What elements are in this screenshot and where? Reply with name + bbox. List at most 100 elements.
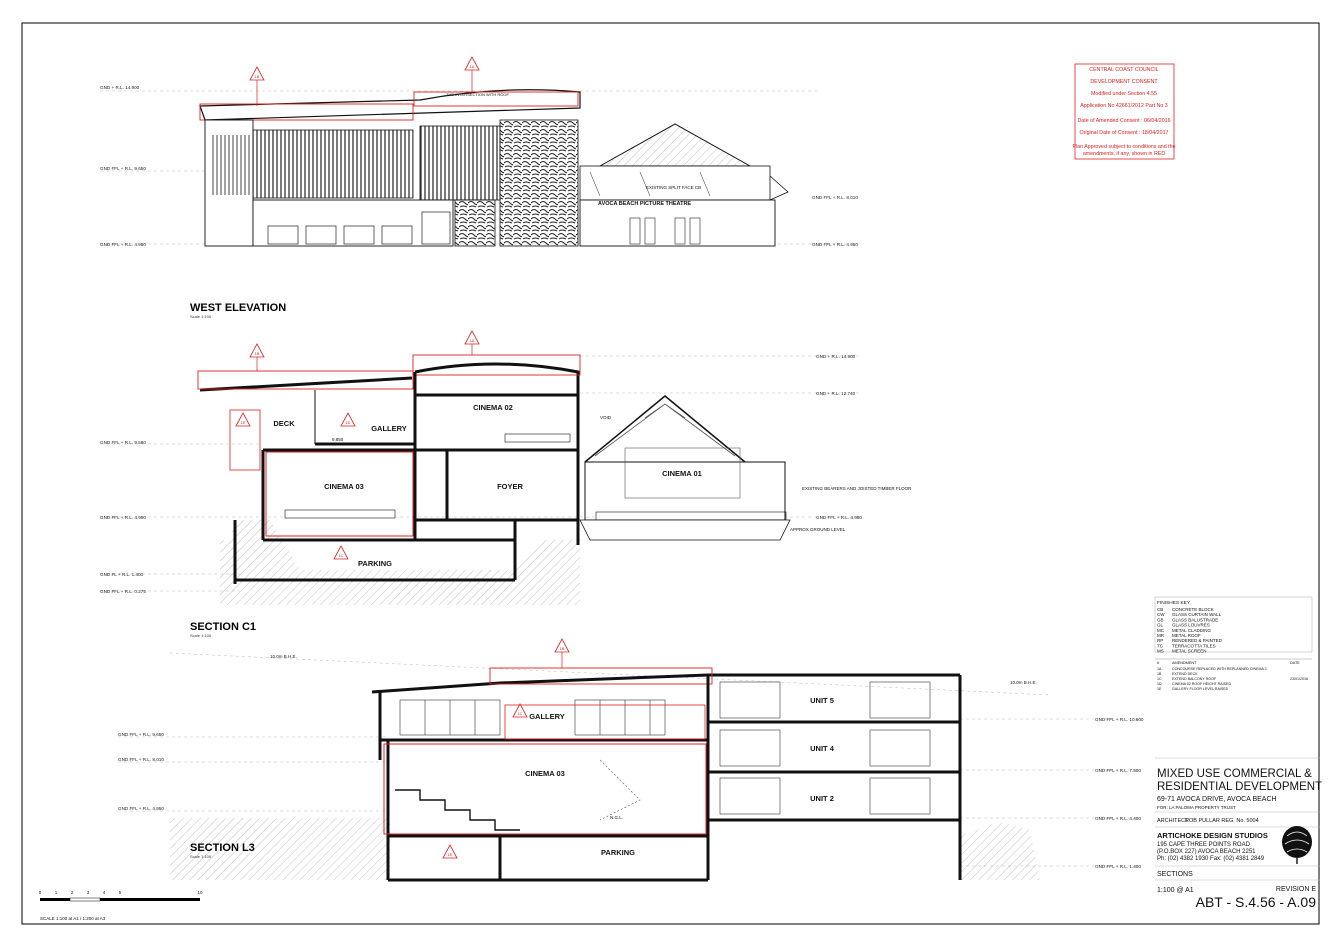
amend-marker: 1D: [340, 412, 356, 427]
finish-code: MC: [1157, 628, 1165, 633]
stamp-line: Modified under Section 4.55: [1091, 91, 1157, 97]
finish-code: MS: [1157, 649, 1164, 654]
room-label: CINEMA 01: [662, 469, 702, 478]
revision: REVISION E: [1276, 886, 1316, 893]
view-title: SECTION C1: [190, 621, 256, 633]
amend-cloud: [412, 354, 581, 376]
west-elevation: GND + R.L. 14.900 GND FFL + R.L. 9.650 G…: [100, 56, 858, 319]
view-scale: Scale 1:100: [190, 633, 212, 638]
room-label: FOYER: [497, 482, 523, 491]
svg-text:1A: 1A: [470, 339, 475, 343]
finish-code: GB: [1157, 617, 1164, 622]
view-scale: Scale 1:100: [190, 854, 212, 859]
section-l3: GND FFL + R.L. 9.650 GND FFL + R.L. 8.01…: [118, 638, 1144, 882]
amend-cloud: [229, 409, 261, 471]
level-label: GND FFL + R.L. 8.010: [118, 757, 164, 762]
room-label: DECK: [273, 419, 295, 428]
scale-tick: 5: [119, 890, 122, 895]
amend-cloud: [199, 103, 414, 121]
finish-desc: GLASS LOUVRES: [1172, 623, 1210, 628]
stamp-line: Application No 42661/2012 Part No 3: [1080, 103, 1168, 109]
note: APPROX GROUND LEVEL: [790, 527, 846, 532]
svg-text:1C: 1C: [518, 712, 523, 716]
sheet-scale: 1:100 @ A1: [1157, 887, 1194, 894]
amend-marker: 1B: [249, 66, 265, 106]
amend-marker: 1A: [464, 56, 480, 92]
scale-tick: 3: [87, 890, 90, 895]
room-label: CINEMA 03: [324, 482, 364, 491]
view-scale: Scale 1:100: [190, 314, 212, 319]
svg-text:1E: 1E: [241, 421, 246, 425]
architect: ROB PULLAR REG. No. 5004: [1185, 818, 1259, 824]
project-title: MIXED USE COMMERCIAL &: [1157, 768, 1312, 780]
scale-bar: 0 1 2 3 4 5 10 SCALE 1:100 at A1 / 1:200…: [39, 890, 203, 921]
room-label: CINEMA 03: [525, 769, 565, 778]
svg-text:1B: 1B: [255, 352, 260, 356]
title-block: MIXED USE COMMERCIAL & RESIDENTIAL DEVEL…: [1155, 757, 1322, 910]
firm-phone: Ph: (02) 4382 1930 Fax: (02) 4381 2849: [1157, 856, 1265, 862]
scale-tick: 0: [39, 890, 42, 895]
finish-desc: GLASS CURTAIN WALL: [1172, 612, 1222, 617]
level-label: GND FFL + R.L. 7.500: [1095, 768, 1141, 773]
room-label: GALLERY: [371, 424, 407, 433]
elevation-roof: [199, 89, 581, 121]
project-address: 69-71 AVOCA DRIVE, AVOCA BEACH: [1157, 796, 1277, 803]
finish-code: CW: [1157, 612, 1165, 617]
level-label: GND FFL + R.L. 4.950: [118, 806, 164, 811]
stamp-line: Plan Approved subject to conditions and …: [1072, 144, 1175, 150]
note: 10.0m B.H.E.: [1010, 680, 1037, 685]
finish-desc: METAL ROOF: [1172, 633, 1201, 638]
amend-marker: 1B: [554, 638, 570, 668]
facade-sign: AVOCA BEACH PICTURE THEATRE: [598, 201, 691, 207]
roof-note: THE INTERSECTION WITH ROOF: [446, 92, 509, 97]
facade-label: EXISTING SPLIT FACE CB: [646, 185, 701, 190]
sheet-border: [21, 22, 1320, 925]
level-label: GND FFL + R.L. 4.950: [812, 242, 858, 247]
amend-marker: 1C: [512, 703, 528, 718]
amend-marker: 1E: [235, 412, 251, 427]
amendment-id: 1D: [1157, 682, 1162, 686]
level-label: GND FFL + R.L. 4.950: [100, 515, 146, 520]
svg-text:FINISHES KEY: FINISHES KEY: [1157, 600, 1191, 606]
level-label: GND + R.L. 14.900: [100, 85, 140, 90]
level-label: GND FFL + R.L. 4.950: [816, 515, 862, 520]
level-label: GND + R.L. 12.740: [816, 391, 856, 396]
level-label: GND FFL + R.L. 4.950: [100, 242, 146, 247]
amendment-desc: EXTEND DECK: [1172, 672, 1198, 676]
amend-marker: 1C: [333, 545, 349, 560]
svg-text:#: #: [1157, 661, 1160, 665]
finish-desc: TERRACOTTA TILES: [1172, 643, 1216, 648]
amend-marker: 1A: [464, 330, 480, 355]
view-title: WEST ELEVATION: [190, 302, 286, 314]
room-label: VOID: [600, 415, 612, 420]
svg-text:AMENDMENT: AMENDMENT: [1172, 661, 1197, 665]
architect-label: ARCHITECT: [1157, 818, 1189, 824]
finish-desc: GLASS BALUSTRADE: [1172, 617, 1218, 622]
level-label: GND FFL + R.L. 1.400: [1095, 864, 1141, 869]
room-label: UNIT 5: [810, 696, 834, 705]
amendment-desc: GALLERY FLOOR LEVEL RAISED: [1172, 687, 1229, 691]
amendment-desc: EXTEND BALCONY ROOF: [1172, 677, 1217, 681]
room-label: GALLERY: [529, 712, 565, 721]
amend-cloud: [504, 704, 706, 740]
note: N.G.L.: [610, 815, 623, 820]
amendment-desc: CINEMA 02 ROOF HEIGHT RAISED: [1172, 682, 1231, 686]
section-c1: GND + R.L. 14.900 GND + R.L. 12.740 GND …: [100, 330, 912, 638]
council-stamp: CENTRAL COAST COUNCIL DEVELOPMENT CONSEN…: [1072, 63, 1176, 160]
scale-tick: 1: [55, 890, 58, 895]
room-label: PARKING: [601, 848, 635, 857]
amend-cloud: [265, 451, 414, 537]
finish-code: RP: [1157, 638, 1163, 643]
project-title: RESIDENTIAL DEVELOPMENT: [1157, 781, 1322, 793]
svg-text:1B: 1B: [560, 647, 565, 651]
room-label: UNIT 2: [810, 794, 834, 803]
client: FOR: LA PALOMA PROPERTY TRUST: [1157, 805, 1236, 810]
finish-desc: METAL SCREEN: [1172, 649, 1207, 654]
drawing-number: ABT - S.4.56 - A.09: [1196, 894, 1317, 910]
finish-desc: RENDERED & PAINTED: [1172, 638, 1223, 643]
finish-code: GL: [1157, 623, 1164, 628]
amend-marker: 1B: [249, 343, 265, 371]
level-label: GND + R.L. 14.900: [816, 354, 856, 359]
level-label: GND FFL + R.L. 10.600: [1095, 717, 1144, 722]
